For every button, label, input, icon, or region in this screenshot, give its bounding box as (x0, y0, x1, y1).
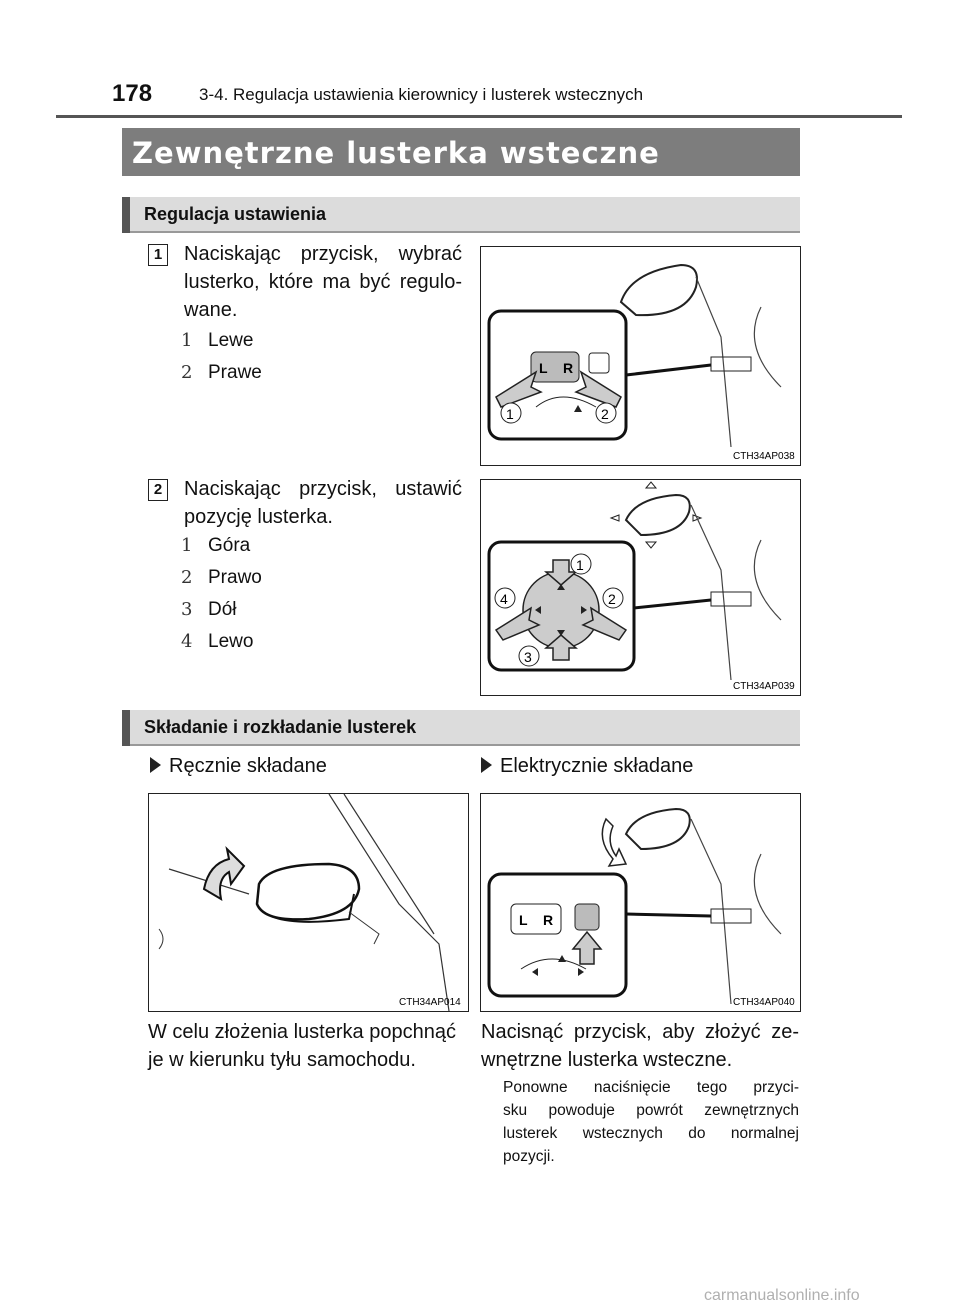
leader-line (625, 363, 712, 377)
lr-button (530, 351, 580, 383)
item-number: 4 (181, 631, 193, 652)
button-label-l: L (539, 360, 548, 376)
heading-marker (122, 710, 130, 746)
electric-fold-illustration: L R CTH34AP040 (487, 807, 795, 1008)
watermark: carmanualsonline.info (704, 1287, 860, 1304)
item-label-down: Dół (208, 599, 237, 620)
button-label-r: R (543, 912, 553, 928)
text-line: Naciskając przycisk, wybrać (184, 243, 462, 265)
item-label-right: Prawe (208, 362, 262, 383)
mirror-shape (624, 493, 691, 537)
callout-1: 1 (576, 557, 584, 573)
figure-code: CTH34AP040 (733, 997, 795, 1008)
subsection-title: Regulacja ustawienia (144, 204, 327, 224)
mirror-shape (624, 807, 691, 851)
step2-text: Naciskając przycisk, ustawić pozycję lus… (184, 475, 462, 531)
item-number: 2 (181, 362, 193, 383)
item-label-left: Lewe (208, 330, 254, 351)
subsection-title: Składanie i rozkładanie lusterek (144, 717, 417, 737)
fold-button (574, 903, 600, 931)
item-number: 3 (181, 599, 193, 620)
callout-2: 2 (608, 591, 616, 607)
step-number-2: 2 (148, 479, 168, 501)
manual-fold-text: W celu złożenia lusterka popchnąć je w k… (148, 1018, 478, 1074)
button-label-r: R (563, 360, 573, 376)
text-line: Nacisnąć przycisk, aby złożyć ze- (481, 1021, 799, 1043)
text-line: lusterko, które ma być regulo- (184, 271, 462, 293)
fold-arrow-icon (202, 845, 246, 901)
figure-electric-fold: L R CTH34AP040 (480, 793, 801, 1012)
callout-2: 2 (601, 406, 609, 422)
arrow-left (495, 370, 543, 408)
note-line: lusterek wstecznych do normalnej (503, 1125, 799, 1142)
switch-panel (710, 356, 752, 372)
text-line: W celu złożenia lusterka popchnąć (148, 1021, 456, 1043)
lr-button (510, 903, 562, 935)
rotate-arrow-icon (601, 817, 628, 867)
arrow-down (543, 634, 579, 661)
arrow-right (581, 606, 628, 641)
bullet-electric: Elektrycznie składane (481, 755, 693, 778)
arrow-up (543, 559, 579, 586)
leader-line (625, 912, 712, 918)
figure-code: CTH34AP014 (399, 997, 461, 1008)
item-number: 2 (181, 567, 193, 588)
electric-fold-text: Nacisnąć przycisk, aby złożyć ze- wnętrz… (481, 1018, 799, 1074)
text-line: Naciskając przycisk, ustawić (184, 478, 462, 500)
subsection-heading-adjustment: Regulacja ustawienia (122, 197, 800, 233)
button-label-l: L (519, 912, 528, 928)
item-number: 1 (181, 535, 193, 556)
mirror-shape (255, 862, 361, 921)
mirror-adjust-illustration: 1 2 3 4 CTH34AP039 (487, 481, 795, 692)
chapter-heading: 3-4. Regulacja ustawienia kierownicy i l… (199, 85, 644, 104)
callout-4: 4 (500, 591, 508, 607)
page-number: 178 (112, 80, 153, 107)
bullet-manual: Ręcznie składane (150, 755, 327, 778)
mirror-shape (619, 263, 698, 317)
figure-code: CTH34AP039 (733, 681, 795, 692)
switch-panel (710, 591, 752, 607)
zoom-inset (487, 872, 628, 998)
step1-text: Naciskając przycisk, wybrać lusterko, kt… (184, 240, 462, 324)
heading-marker (122, 197, 130, 233)
callout-1: 1 (506, 406, 514, 422)
triangle-bullet-icon (481, 757, 492, 773)
item-label-up: Góra (208, 535, 251, 556)
mirror-select-illustration: L R 1 2 CTH34AP038 (487, 263, 795, 462)
note-line: pozycji. (503, 1148, 555, 1165)
press-arrow (571, 930, 603, 965)
leader-line (633, 598, 712, 610)
electric-fold-note: Ponowne naciśnięcie tego przyci- sku pow… (503, 1076, 799, 1168)
text-line: wnętrzne lusterka wsteczne. (481, 1049, 733, 1071)
arrow-left (494, 606, 541, 641)
text-line: wane. (184, 299, 238, 321)
manual-fold-illustration: CTH34AP014 (158, 794, 461, 1011)
section-title-bar: Zewnętrzne lusterka wsteczne (122, 128, 800, 176)
figure-mirror-select: L R 1 2 CTH34AP038 (480, 246, 801, 466)
triangle-bullet-icon (150, 757, 161, 773)
subsection-heading-folding: Składanie i rozkładanie lusterek (122, 710, 800, 746)
figure-code: CTH34AP038 (733, 451, 795, 462)
page-title: Zewnętrzne lusterka wsteczne (132, 136, 660, 170)
note-line: sku powoduje powrót zewnętrznych (503, 1102, 799, 1119)
note-line: Ponowne naciśnięcie tego przyci- (503, 1079, 799, 1096)
header-rule (56, 115, 902, 118)
text-line: pozycję lusterka. (184, 506, 333, 528)
item-label-right: Prawo (208, 567, 262, 588)
item-label-left: Lewo (208, 631, 254, 652)
bullet-text: Ręcznie składane (169, 755, 327, 777)
bullet-text: Elektrycznie składane (500, 755, 694, 777)
callout-3: 3 (524, 649, 532, 665)
switch-panel (710, 908, 752, 924)
item-number: 1 (181, 330, 193, 351)
step-number-1: 1 (148, 244, 168, 266)
text-line: je w kierunku tyłu samochodu. (148, 1049, 416, 1071)
figure-mirror-adjust: 1 2 3 4 CTH34AP039 (480, 479, 801, 696)
arrow-right (574, 370, 622, 408)
figure-manual-fold: CTH34AP014 (148, 793, 469, 1012)
